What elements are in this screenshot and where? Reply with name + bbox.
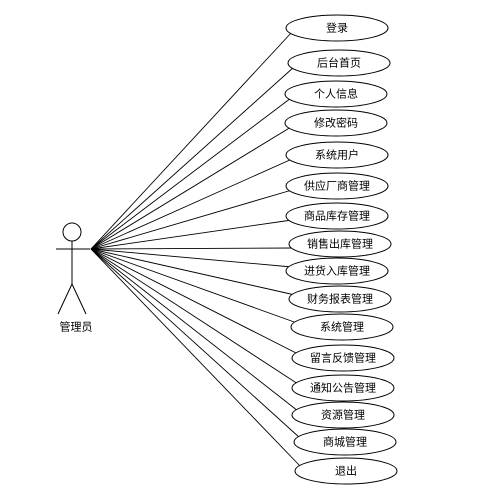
use-case-ellipse — [290, 313, 394, 341]
use-case-label: 商城管理 — [323, 435, 367, 449]
actor-left-leg — [57, 283, 73, 315]
use-case-ellipse — [288, 285, 392, 313]
use-case: 系统用户 — [285, 141, 389, 169]
use-case-ellipse — [291, 374, 395, 402]
use-case-ellipse — [285, 141, 389, 169]
use-case-label: 商品库存管理 — [304, 209, 370, 223]
use-case: 退出 — [294, 457, 398, 485]
use-case: 系统管理 — [290, 313, 394, 341]
use-case: 修改密码 — [284, 109, 388, 137]
use-case-label: 进货入库管理 — [304, 264, 370, 278]
actor-label: 管理员 — [60, 320, 93, 334]
use-case-label: 财务报表管理 — [307, 292, 373, 306]
association-line — [90, 248, 301, 439]
use-case-ellipse — [293, 428, 397, 456]
use-case-ellipse — [288, 230, 392, 258]
actor-admin: 管理员 — [56, 222, 93, 334]
use-case: 通知公告管理 — [291, 374, 395, 402]
use-case-label: 登录 — [326, 21, 348, 35]
association-line — [90, 97, 292, 250]
use-case-ellipse — [284, 109, 388, 137]
use-case: 登录 — [285, 14, 389, 42]
use-case-ellipse — [284, 80, 388, 108]
use-case: 后台首页 — [287, 49, 391, 77]
association-line — [90, 248, 299, 355]
use-case-ellipse — [285, 14, 389, 42]
use-case-label: 个人信息 — [314, 87, 358, 101]
use-cases: 登录后台首页个人信息修改密码系统用户供应厂商管理商品库存管理销售出库管理进货入库… — [284, 14, 398, 485]
association-line — [90, 247, 296, 250]
use-case-label: 后台首页 — [317, 56, 361, 70]
actor-head — [62, 222, 82, 242]
use-case-ellipse — [294, 457, 398, 485]
association-line — [90, 248, 293, 268]
use-case-label: 修改密码 — [314, 116, 358, 130]
use-case-label: 系统管理 — [320, 320, 364, 334]
association-line — [90, 248, 299, 412]
actor-right-leg — [71, 283, 87, 315]
association-line — [90, 31, 293, 250]
use-case-ellipse — [285, 257, 389, 285]
use-case: 进货入库管理 — [285, 257, 389, 285]
use-case-label: 资源管理 — [321, 408, 365, 422]
use-case-ellipse — [285, 202, 389, 230]
association-line — [90, 248, 298, 324]
use-case: 留言反馈管理 — [291, 344, 395, 372]
association-lines — [90, 31, 302, 468]
association-line — [90, 248, 296, 296]
use-case-label: 通知公告管理 — [310, 381, 376, 395]
use-case-label: 系统用户 — [315, 148, 359, 162]
use-case: 财务报表管理 — [288, 285, 392, 313]
use-case: 供应厂商管理 — [285, 172, 389, 200]
association-line — [90, 219, 293, 250]
use-case-ellipse — [291, 344, 395, 372]
use-case: 个人信息 — [284, 80, 388, 108]
use-case: 资源管理 — [291, 401, 395, 429]
association-line — [90, 66, 295, 250]
association-line — [90, 248, 299, 385]
use-case-ellipse — [287, 49, 391, 77]
use-case-label: 销售出库管理 — [307, 237, 373, 251]
use-case-label: 供应厂商管理 — [304, 179, 370, 193]
association-line — [90, 248, 302, 468]
association-line — [90, 126, 292, 250]
use-case: 商品库存管理 — [285, 202, 389, 230]
use-case-label: 留言反馈管理 — [310, 351, 376, 365]
use-case-label: 退出 — [335, 464, 357, 478]
use-case-ellipse — [291, 401, 395, 429]
use-case-ellipse — [285, 172, 389, 200]
association-line — [90, 189, 293, 250]
use-case: 销售出库管理 — [288, 230, 392, 258]
association-line — [90, 158, 293, 250]
use-case: 商城管理 — [293, 428, 397, 456]
